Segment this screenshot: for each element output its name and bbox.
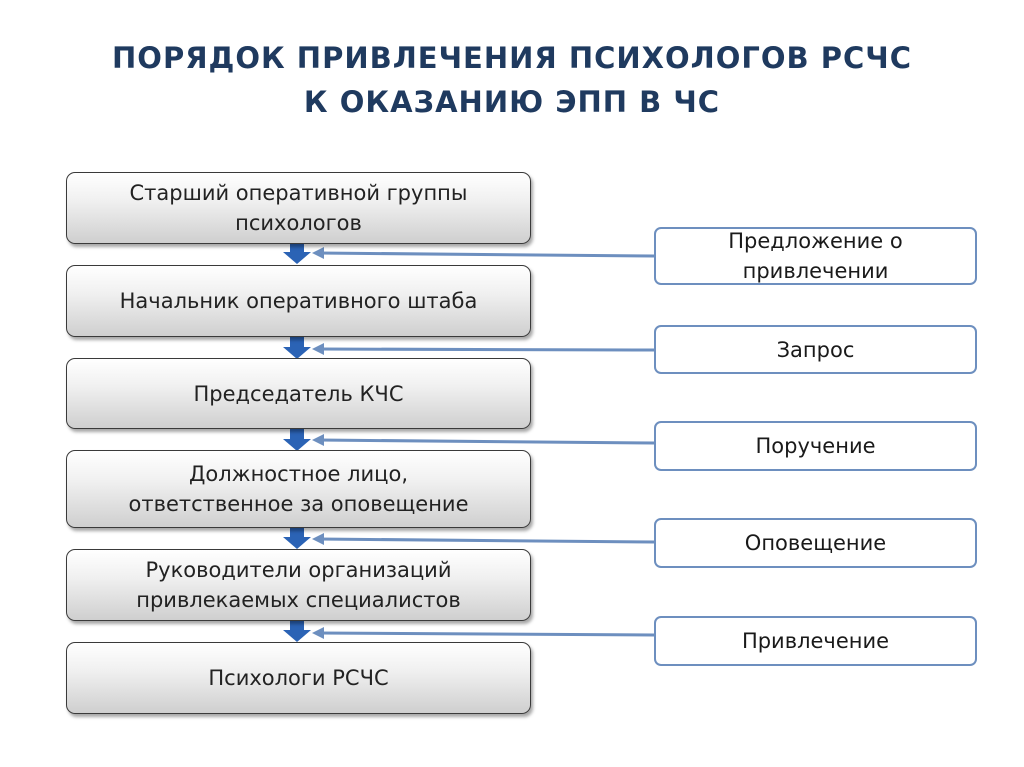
down-arrow-3 [283, 429, 311, 451]
action-box-request: Запрос [654, 325, 977, 374]
action-box-line: Запрос [776, 337, 855, 362]
chain-box-line: психологов [235, 211, 362, 235]
left-arrowhead-5 [312, 627, 324, 639]
left-arrowhead-4 [312, 533, 324, 545]
chain-box-line: Председатель КЧС [193, 381, 404, 406]
down-arrow-1 [283, 242, 311, 264]
page-title: ПОРЯДОК ПРИВЛЕЧЕНИЯ ПСИХОЛОГОВ РСЧС К ОК… [0, 36, 1024, 124]
connector-line-3 [317, 438, 655, 445]
chain-box-kchs-chairman: Председатель КЧС [66, 358, 531, 429]
chain-box-organization-heads: Руководители организаций привлекаемых сп… [66, 549, 531, 621]
chain-box-line: ответственное за оповещение [128, 492, 469, 516]
connector-line-5 [317, 631, 655, 637]
connector-line-4 [317, 537, 655, 544]
action-box-line: Предложение о [728, 229, 903, 253]
chain-box-operational-hq: Начальник оперативного штаба [66, 265, 531, 337]
action-box-line: Оповещение [744, 531, 887, 555]
connector-line-1 [317, 251, 655, 258]
action-box-line: Привлечение [741, 629, 890, 653]
title-line-1: ПОРЯДОК ПРИВЛЕЧЕНИЯ ПСИХОЛОГОВ РСЧС [112, 41, 912, 75]
chain-box-rschs-psychologists: Психологи РСЧС [66, 642, 531, 714]
chain-box-line: Должностное лицо, [188, 462, 408, 486]
action-box-line: привлечении [742, 259, 889, 283]
action-box-line: Поручение [755, 434, 876, 458]
down-arrow-2 [283, 337, 311, 359]
action-box-proposal: Предложение о привлечении [654, 227, 977, 285]
down-arrow-5 [283, 620, 311, 642]
chain-box-line: привлекаемых специалистов [136, 588, 461, 612]
action-box-order: Поручение [654, 421, 977, 471]
chain-box-notification-official: Должностное лицо, ответственное за опове… [66, 450, 531, 528]
action-box-involvement: Привлечение [654, 616, 977, 666]
left-arrowhead-2 [312, 343, 324, 355]
title-line-2: К ОКАЗАНИЮ ЭПП В ЧС [303, 85, 721, 119]
chain-box-line: Начальник оперативного штаба [119, 289, 478, 313]
action-box-notification: Оповещение [654, 518, 977, 568]
connector-line-2 [317, 347, 655, 352]
left-arrowhead-3 [312, 434, 324, 446]
left-arrowhead-1 [312, 247, 324, 259]
chain-box-line: Старший оперативной группы [129, 181, 468, 205]
chain-box-line: Руководители организаций [145, 558, 452, 582]
chain-box-line: Психологи РСЧС [208, 666, 389, 690]
down-arrow-4 [283, 527, 311, 549]
chain-box-senior-group: Старший оперативной группы психологов [66, 172, 531, 244]
